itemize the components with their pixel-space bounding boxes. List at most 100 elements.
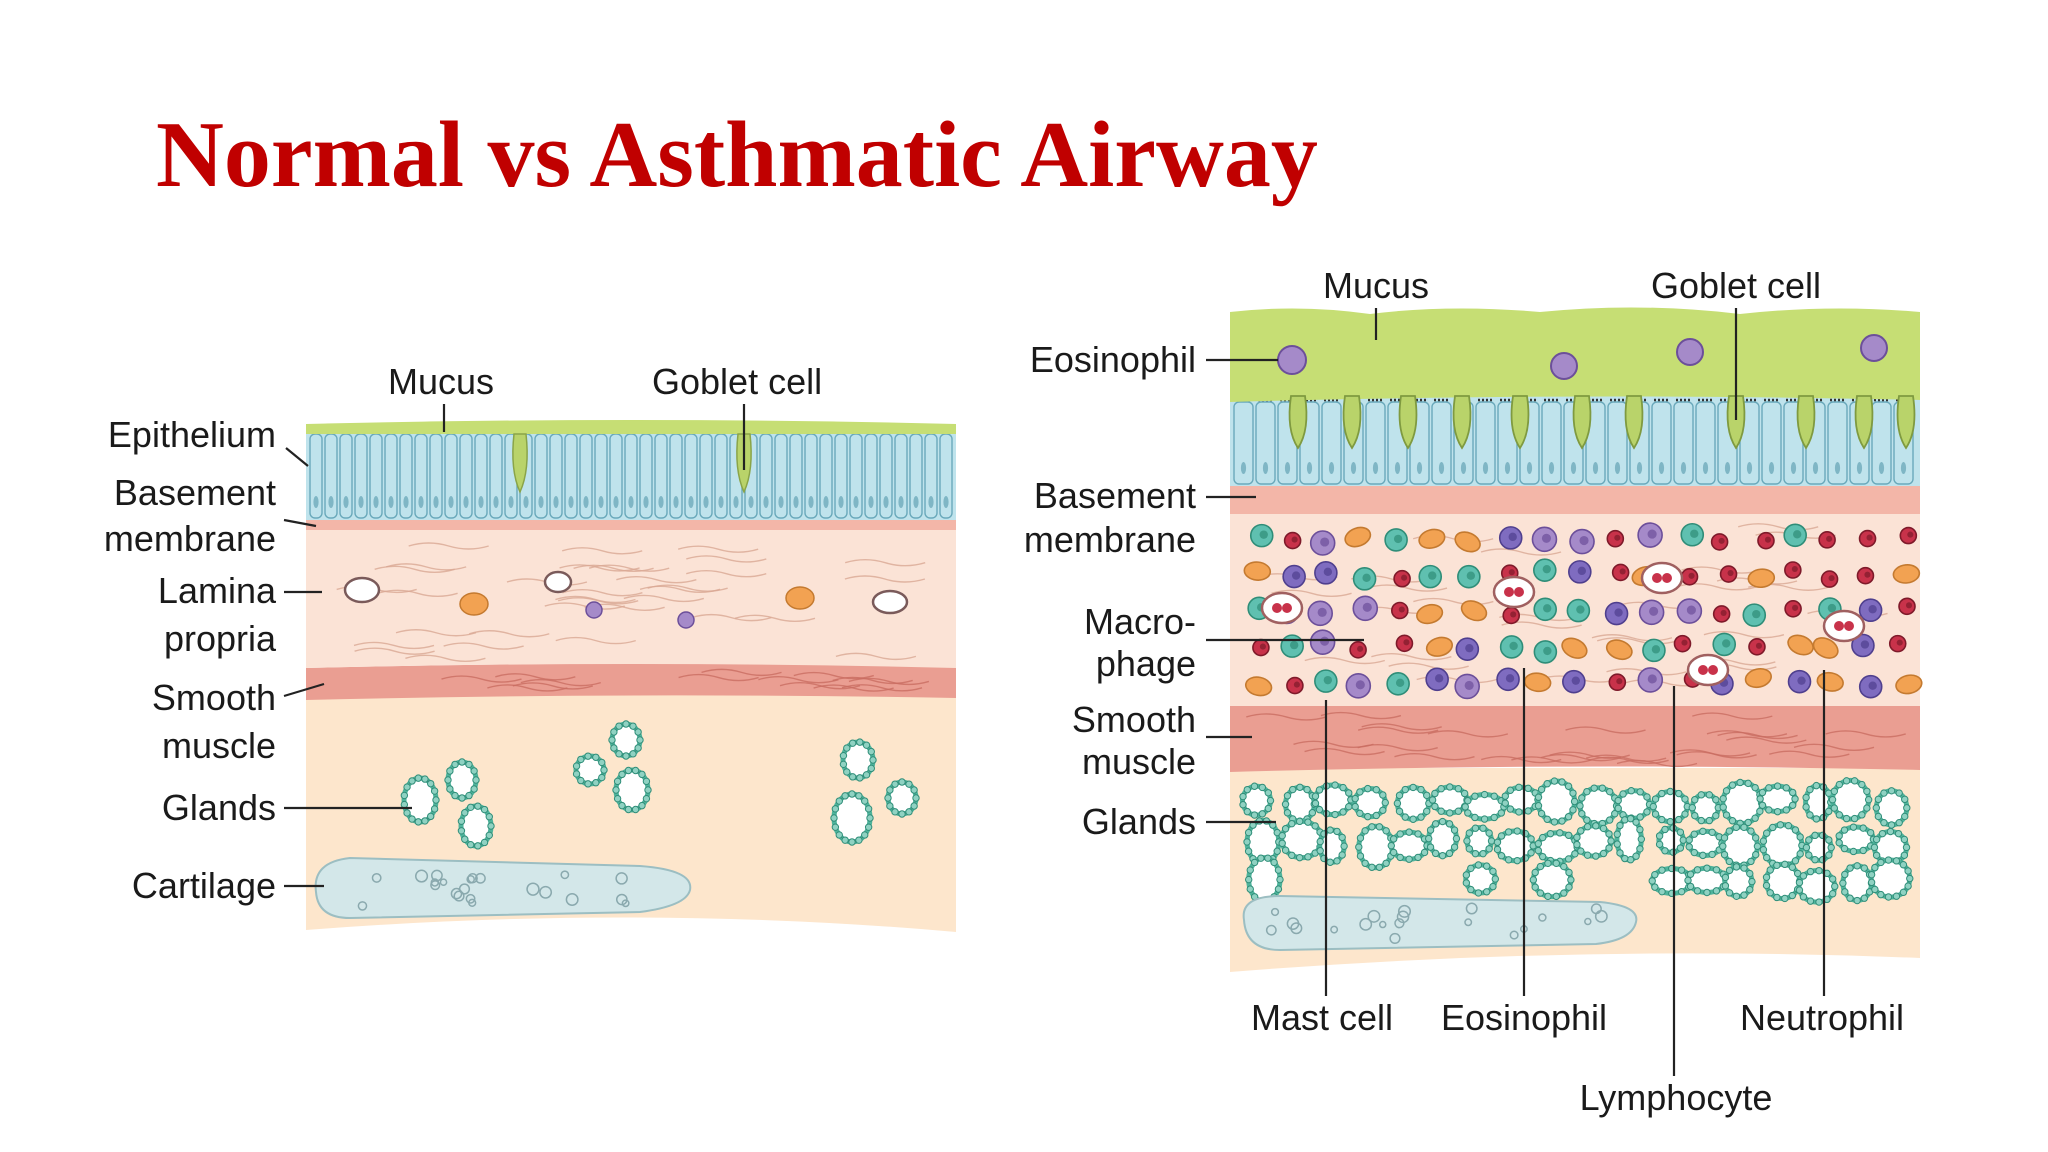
gland-cell	[1740, 891, 1748, 899]
gland-cell	[1438, 851, 1447, 860]
connective-fiber	[562, 547, 643, 555]
cell-nucleus	[1860, 640, 1870, 649]
cell-nucleus	[1393, 534, 1403, 544]
gland-cell	[1338, 851, 1346, 859]
gland-cell	[1840, 826, 1849, 834]
gland-cell	[856, 774, 864, 782]
gland-cell	[1746, 885, 1754, 894]
gland-cell	[1655, 832, 1664, 840]
gland-cell	[1356, 809, 1364, 818]
gland-cell	[1712, 811, 1720, 820]
cell-nucleus	[1768, 462, 1775, 474]
gland-cell	[891, 808, 899, 816]
gland-cell	[1858, 811, 1866, 819]
gland-cell	[1649, 802, 1657, 811]
gland-cell	[843, 768, 851, 776]
connective-fiber	[1388, 662, 1469, 670]
gland-cell	[1781, 860, 1789, 869]
normal-lamina-propria	[306, 528, 956, 668]
gland-cell	[1791, 795, 1799, 803]
cell-nucleus	[1636, 462, 1643, 474]
asthma-eosinophil	[1860, 334, 1888, 362]
asthma-eosinophil	[1550, 352, 1578, 380]
chondrocyte	[615, 893, 628, 906]
gland-cell	[634, 728, 642, 736]
gland-cell	[1712, 866, 1721, 874]
macrophage	[1244, 676, 1273, 697]
connective-fiber	[1271, 589, 1352, 598]
chondrocyte	[1359, 917, 1373, 931]
gland-cell	[1304, 818, 1312, 826]
leader-line	[285, 447, 309, 467]
cell-nucleus	[1291, 571, 1301, 580]
goblet-cell	[1624, 395, 1644, 450]
cell-nucleus	[508, 496, 514, 508]
gland-cell	[1725, 827, 1734, 835]
connective-fiber	[793, 671, 874, 680]
gland-cell	[1426, 843, 1435, 851]
gland-cell	[1315, 786, 1324, 794]
gland-cell	[1846, 894, 1854, 902]
gland-cell	[1616, 849, 1624, 857]
gland-cell	[1878, 829, 1887, 838]
gland	[1873, 788, 1910, 828]
gland-cell	[638, 770, 646, 779]
gland-cell	[1871, 863, 1879, 872]
normal-cartilage-cells	[357, 869, 630, 911]
chondrocyte	[621, 899, 630, 908]
gland-cell	[1658, 789, 1666, 798]
gland-cell	[1395, 791, 1404, 800]
gland-cell	[1515, 808, 1523, 816]
gland-cell	[1708, 828, 1716, 837]
macrophage	[1747, 568, 1776, 589]
chondrocyte	[560, 870, 570, 880]
epithelial-cell	[1233, 401, 1254, 485]
gland-cell	[1802, 793, 1810, 802]
goblet-cell	[1726, 395, 1746, 450]
gland-cell	[1763, 829, 1771, 837]
gland-cell	[1471, 824, 1480, 832]
macrophage	[1605, 639, 1633, 661]
cell-nucleus	[928, 496, 934, 508]
gland-cell	[1361, 859, 1369, 867]
gland-cell	[1782, 806, 1791, 814]
gland-cell	[1719, 842, 1727, 850]
cell-nucleus	[1357, 645, 1364, 652]
connective-fiber	[1366, 584, 1448, 592]
cell-nucleus	[1619, 568, 1626, 575]
asthma-cartilage-cells	[1265, 902, 1608, 945]
gland-cell	[1446, 783, 1454, 791]
cell-nucleus	[658, 496, 664, 508]
gland-cell	[451, 791, 459, 800]
cell-nucleus	[1649, 606, 1659, 616]
gland-cell	[1389, 835, 1398, 843]
gland-cell	[1295, 817, 1304, 826]
normal-macrophage	[459, 592, 489, 616]
gland-cell	[1864, 796, 1873, 804]
gland-cell	[1900, 835, 1909, 844]
gland-cell	[1546, 829, 1555, 838]
cell-nucleus	[1592, 462, 1599, 474]
gland-cell	[1719, 794, 1727, 803]
gland-cell	[1619, 790, 1627, 798]
cell-nucleus	[1362, 573, 1371, 583]
gland-cell	[862, 741, 871, 749]
gland-cell	[1372, 811, 1380, 820]
gland-cell	[1567, 876, 1575, 884]
gland-cell	[1599, 849, 1608, 858]
gland-cell	[1583, 823, 1592, 831]
gland-cell	[841, 792, 849, 800]
gland-cell	[1364, 784, 1372, 793]
goblet-cell	[1288, 395, 1308, 450]
gland-cell	[1872, 851, 1881, 859]
asthma-label-basement-membrane: membrane	[1024, 519, 1196, 560]
normal-glands	[400, 720, 920, 850]
gland-cell	[1693, 866, 1702, 874]
gland-cell	[1497, 852, 1506, 860]
gland-cell	[912, 794, 920, 802]
gland-cell	[1556, 829, 1564, 837]
gland-cell	[1725, 889, 1734, 897]
gland-cell	[1721, 873, 1730, 882]
cell-nucleus	[388, 496, 394, 508]
connective-fiber	[1427, 730, 1509, 738]
